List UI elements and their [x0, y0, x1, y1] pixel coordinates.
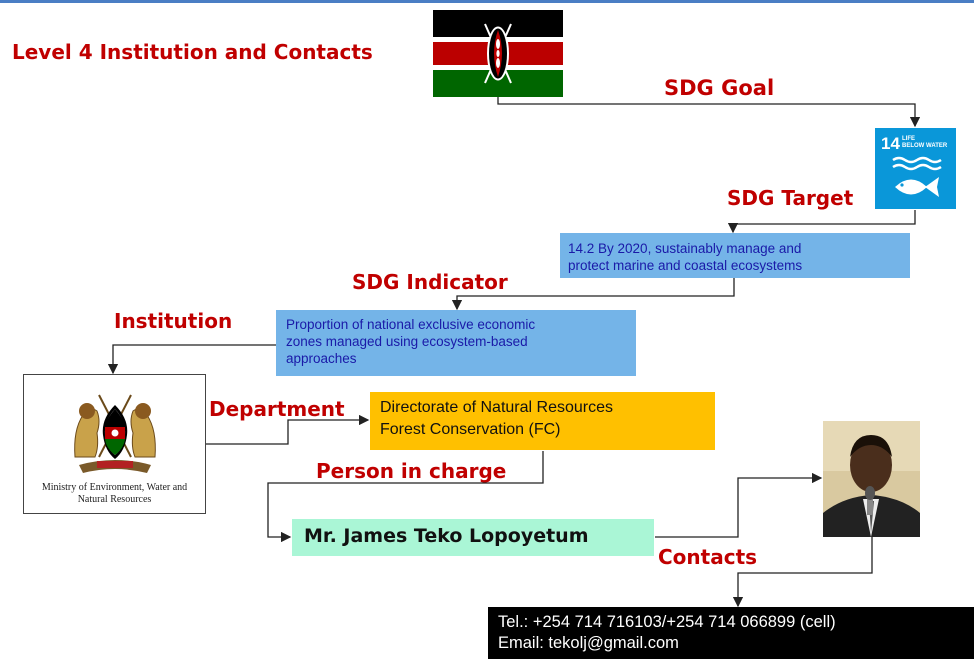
- target-line2: protect marine and coastal ecosystems: [568, 258, 803, 273]
- connector-indicator-to-ministry: [107, 344, 276, 375]
- connector-department-to-person: [267, 451, 544, 543]
- connector-photo-to-contact: [732, 537, 873, 608]
- sdg-target-box: 14.2 By 2020, sustainably manage and pro…: [560, 233, 910, 278]
- connector-goal-to-target: [727, 210, 916, 234]
- connector-flag-to-goal: [497, 97, 921, 128]
- contact-tel: Tel.: +254 714 716103/+254 714 066899 (c…: [498, 613, 836, 631]
- ministry-caption: Ministry of Environment, Water and Natur…: [24, 482, 205, 506]
- contacts-label: Contacts: [658, 545, 758, 569]
- department-line1: Directorate of Natural Resources: [380, 399, 613, 416]
- connector-person-to-photo: [655, 472, 823, 538]
- ministry-caption-line2: Natural Resources: [77, 494, 152, 505]
- fish-icon: [892, 156, 942, 197]
- sdg-number: 14: [881, 134, 900, 153]
- indicator-line1: Proportion of national exclusive economi…: [286, 317, 536, 332]
- ministry-logo-box: Ministry of Environment, Water and Natur…: [23, 374, 206, 514]
- kenya-flag-icon: [433, 10, 563, 97]
- sdg-indicator-box: Proportion of national exclusive economi…: [276, 310, 636, 376]
- connector-ministry-to-department: [206, 414, 370, 445]
- connector-target-to-indicator: [451, 278, 735, 311]
- sdg14-life-below-water-icon: 14 LIFE BELOW WATER: [875, 128, 956, 209]
- person-name-box: Mr. James Teko Lopoyetum: [292, 519, 654, 556]
- sdg-title-line1: LIFE: [902, 136, 915, 142]
- sdg-title: LIFE BELOW WATER: [902, 136, 952, 150]
- department-label: Department: [209, 397, 345, 421]
- department-box: Directorate of Natural Resources Forest …: [370, 392, 715, 450]
- kenya-coat-of-arms-icon: [74, 394, 156, 473]
- sdg-indicator-label: SDG Indicator: [352, 270, 508, 294]
- indicator-line3: approaches: [286, 351, 357, 366]
- institution-label: Institution: [114, 309, 233, 333]
- top-rule: [0, 0, 974, 3]
- ministry-caption-line1: Ministry of Environment, Water and: [41, 482, 188, 493]
- sdg-title-line2: BELOW WATER: [902, 143, 948, 149]
- person-in-charge-label: Person in charge: [316, 459, 507, 483]
- contact-email: Email: tekolj@gmail.com: [498, 634, 679, 652]
- page-title: Level 4 Institution and Contacts: [12, 40, 373, 64]
- target-line1: 14.2 By 2020, sustainably manage and: [568, 241, 802, 256]
- person-name: Mr. James Teko Lopoyetum: [304, 525, 589, 547]
- person-photo: [823, 421, 920, 537]
- sdg-target-label: SDG Target: [727, 186, 854, 210]
- department-line2: Forest Conservation (FC): [380, 421, 561, 438]
- contact-details-box: Tel.: +254 714 716103/+254 714 066899 (c…: [488, 607, 974, 659]
- indicator-line2: zones managed using ecosystem-based: [286, 334, 528, 349]
- sdg-goal-label: SDG Goal: [664, 76, 775, 100]
